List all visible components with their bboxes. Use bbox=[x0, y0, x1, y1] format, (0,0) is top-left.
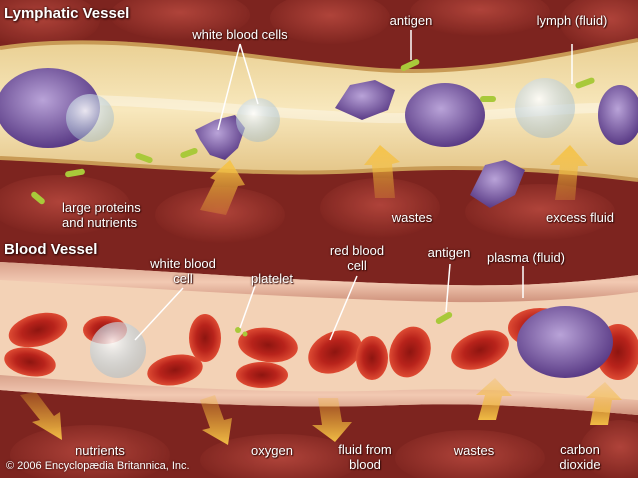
blood-vessel-title: Blood Vessel bbox=[4, 241, 98, 258]
label-wastes-bottom: wastes bbox=[453, 443, 495, 458]
label-fluid-from-blood-line1: fluid from bbox=[338, 442, 392, 457]
label-excess-fluid: excess fluid bbox=[546, 210, 614, 225]
label-red-blood-cell-line1: red blood bbox=[329, 243, 385, 258]
label-carbon-dioxide: carbon dioxide bbox=[540, 442, 620, 472]
white-blood-cells bbox=[0, 68, 638, 378]
label-antigen-bottom: antigen bbox=[427, 245, 471, 260]
label-white-blood-cell: white blood cell bbox=[138, 256, 228, 286]
label-white-blood-cells: white blood cells bbox=[192, 27, 288, 42]
label-large-proteins-line1: large proteins bbox=[62, 200, 141, 215]
fluid-arrows-into-lymph bbox=[200, 145, 588, 215]
lymphatic-vessel-title: Lymphatic Vessel bbox=[4, 5, 130, 22]
label-carbon-dioxide-line2: dioxide bbox=[559, 457, 601, 472]
label-nutrients: nutrients bbox=[75, 443, 125, 458]
antigens bbox=[31, 59, 595, 337]
label-fluid-from-blood: fluid from blood bbox=[320, 442, 410, 472]
red-blood-cells bbox=[4, 308, 638, 388]
fluid-arrows-out-of-blood bbox=[20, 378, 622, 445]
label-large-proteins-line2: and nutrients bbox=[62, 215, 138, 230]
label-white-blood-cell-line1: white blood bbox=[150, 256, 216, 271]
label-lymph-fluid: lymph (fluid) bbox=[536, 13, 608, 28]
label-carbon-dioxide-line1: carbon bbox=[560, 442, 600, 457]
label-large-proteins: large proteins and nutrients bbox=[62, 200, 141, 230]
label-red-blood-cell-line2: cell bbox=[347, 258, 367, 273]
label-platelet: platelet bbox=[251, 271, 293, 286]
label-fluid-from-blood-line2: blood bbox=[349, 457, 381, 472]
label-oxygen: oxygen bbox=[251, 443, 293, 458]
label-white-blood-cell-line2: cell bbox=[173, 271, 193, 286]
label-antigen-top: antigen bbox=[389, 13, 433, 28]
leader-lines bbox=[134, 30, 573, 341]
label-wastes-top: wastes bbox=[391, 210, 433, 225]
copyright-notice: © 2006 Encyclopædia Britannica, Inc. bbox=[6, 460, 190, 472]
label-red-blood-cell: red blood cell bbox=[314, 243, 400, 273]
label-plasma-fluid: plasma (fluid) bbox=[486, 250, 566, 265]
